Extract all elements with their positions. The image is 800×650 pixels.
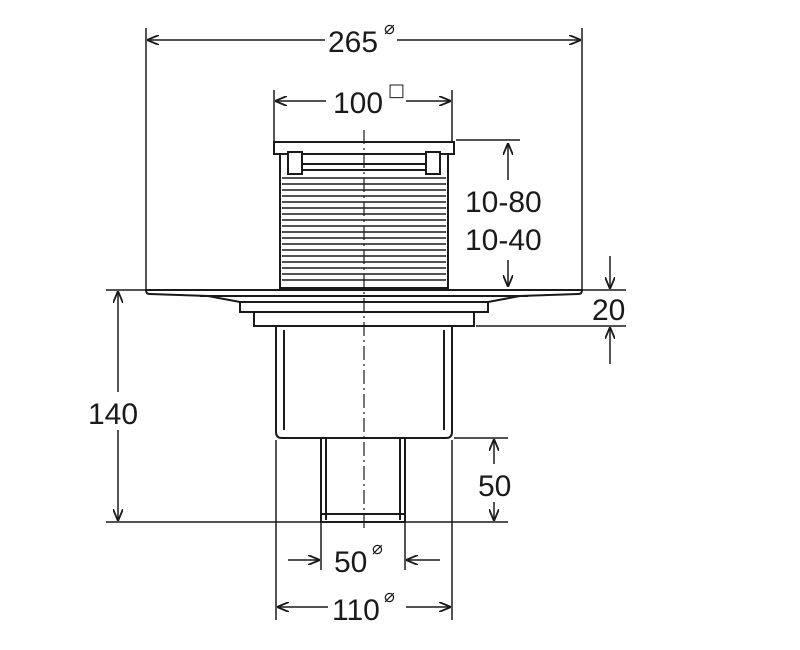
dimension-outlet-height: 50 (405, 437, 522, 523)
dimension-label-20: 20 (592, 294, 625, 327)
dimension-label-10-40: 10-40 (465, 224, 542, 257)
dimension-outlet-diameter: 50 ⌀ (288, 522, 440, 579)
dimension-height-range: 10-80 10-40 (456, 139, 548, 286)
diameter-symbol: ⌀ (384, 18, 395, 39)
dimension-label-10-80: 10-80 (465, 186, 542, 219)
dimension-label-100: 100 (333, 87, 383, 120)
diameter-symbol: ⌀ (372, 538, 383, 559)
dimension-label-50-height: 50 (478, 470, 511, 503)
dimension-label-140: 140 (88, 398, 138, 431)
diameter-symbol: ⌀ (384, 586, 395, 607)
dimension-body-diameter: 110 ⌀ (275, 440, 453, 628)
dimension-label-110: 110 (332, 594, 380, 627)
dimension-flange-height: 20 (476, 256, 626, 364)
dimension-label-265: 265 (328, 26, 378, 59)
dimension-label-50-diameter: 50 (334, 546, 367, 579)
square-symbol: □ (388, 80, 405, 101)
dimension-body-height: 140 (84, 289, 321, 523)
dimension-top-flange: 265 ⌀ (145, 18, 583, 290)
dimension-grate: 100 □ (273, 80, 453, 148)
